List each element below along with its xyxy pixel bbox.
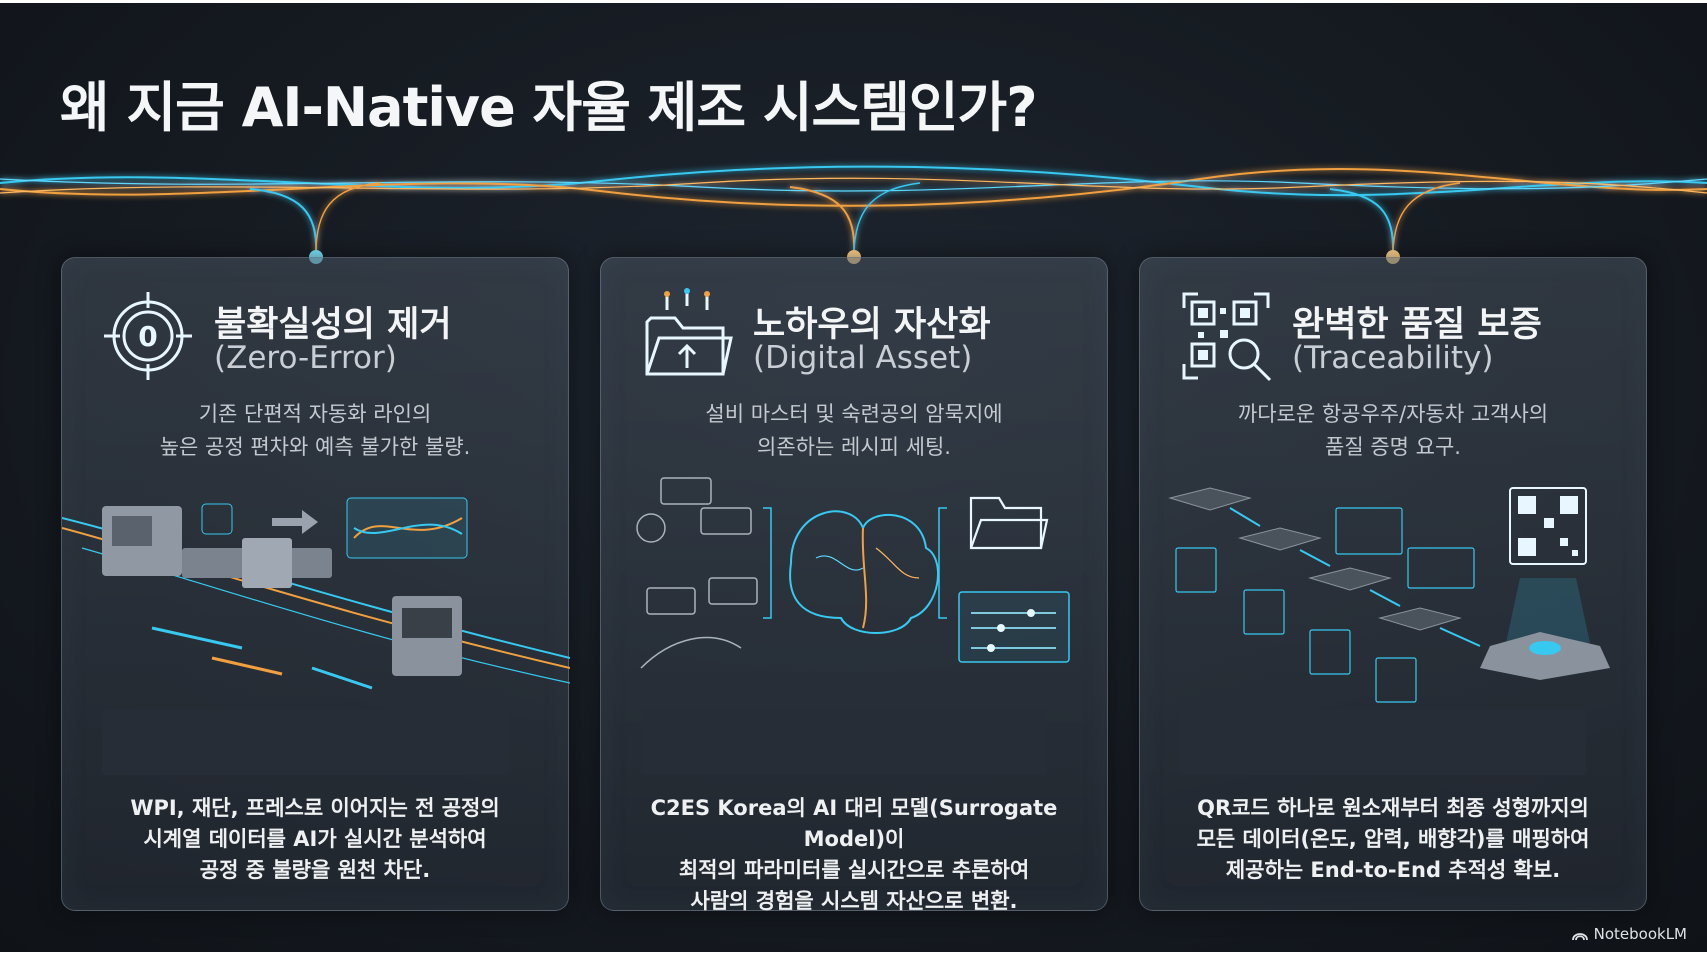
notebooklm-logo-icon	[1571, 933, 1588, 941]
svg-text:0: 0	[138, 320, 157, 353]
card-subtitle: (Traceability)	[1292, 340, 1494, 376]
production-line-illustration	[62, 497, 570, 690]
traceability-flow-illustration	[1168, 487, 1610, 703]
card-subtitle: (Digital Asset)	[753, 340, 973, 376]
qr-search-icon	[1182, 292, 1272, 382]
card-subtitle: (Zero-Error)	[214, 340, 397, 376]
placeholder-panel	[641, 710, 1047, 775]
card-traceability: 완벽한 품질 보증 (Traceability) 까다로운 항공우주/자동차 고…	[1139, 257, 1647, 911]
card-title: 완벽한 품질 보증	[1292, 305, 1542, 345]
card-title: 불확실성의 제거	[214, 305, 452, 345]
card-title: 노하우의 자산화	[753, 305, 991, 345]
brain-knowledge-illustration	[636, 477, 1070, 669]
folder-upload-icon	[645, 288, 733, 376]
brand-watermark: NotebookLM	[1571, 925, 1687, 943]
data-cable-graphic	[0, 165, 1707, 264]
placeholder-panel	[1180, 710, 1586, 775]
slide-title: 왜 지금 AI-Native 자율 제조 시스템인가?	[60, 76, 1038, 139]
zero-target-icon: 0	[104, 292, 192, 380]
placeholder-panel	[102, 710, 508, 775]
card-digital-asset: 노하우의 자산화 (Digital Asset) 설비 마스터 및 숙련공의 암…	[600, 257, 1108, 913]
brand-name: NotebookLM	[1593, 925, 1687, 943]
